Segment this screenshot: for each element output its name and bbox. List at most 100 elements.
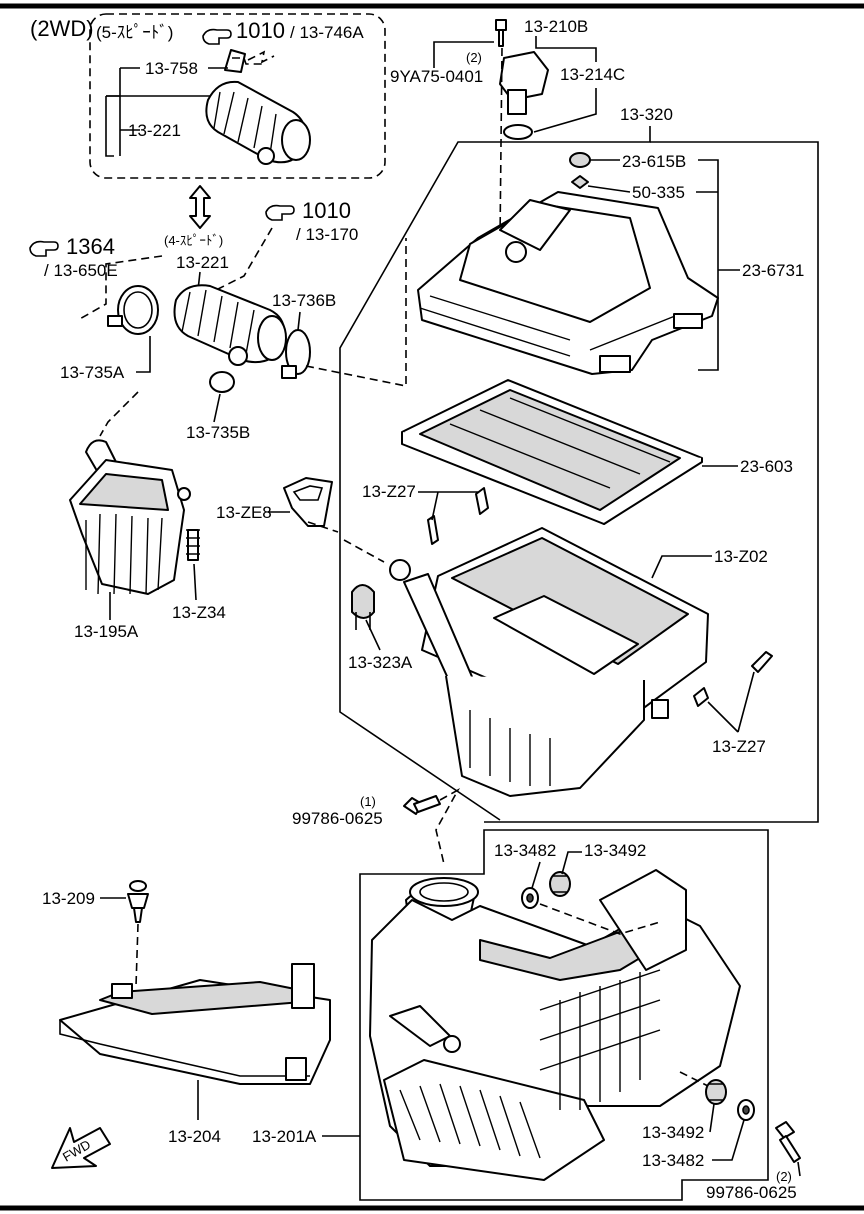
bolt-99786-0625-b[interactable] <box>775 1121 801 1163</box>
bolt-13-z34[interactable] <box>186 529 200 561</box>
label-13-320: 13-320 <box>620 105 673 124</box>
leader-13-323a <box>365 619 381 651</box>
airflow-sensor-13-210b[interactable] <box>499 51 549 140</box>
label-13-736b: 13-736B <box>272 291 336 310</box>
leader-hose-resonator <box>99 391 139 437</box>
push-pin-13-209[interactable] <box>127 880 149 923</box>
leader-bolt-b <box>797 1161 801 1177</box>
leader-1364 <box>77 255 163 321</box>
five-speed-group-box <box>89 13 386 179</box>
air-cleaner-housing-13-201a[interactable] <box>369 869 741 1181</box>
ref-1010-top[interactable]: 1010 <box>236 18 285 43</box>
label-13-z02: 13-Z02 <box>714 547 768 566</box>
label-13-z27-top: 13-Z27 <box>362 482 416 501</box>
leader-bolt-a <box>435 787 461 865</box>
label-13-3482-bottom: 13-3482 <box>642 1151 704 1170</box>
grommet-13-3492-bottom[interactable] <box>705 1079 727 1105</box>
bolt-99786-0625-a[interactable] <box>403 795 441 815</box>
leader-grommet-top <box>539 903 661 935</box>
leader-13-3482-bottom <box>712 1119 745 1161</box>
label-13-3482-top: 13-3482 <box>494 841 556 860</box>
leader-4speed-ref <box>215 227 273 291</box>
four-speed-label: (4-ｽﾋﾟｰﾄﾞ) <box>164 233 223 248</box>
clip-50-335[interactable] <box>571 175 589 189</box>
hose-clamp-13-736b[interactable] <box>281 329 311 379</box>
label-23-603: 23-603 <box>740 457 793 476</box>
label-13-195a: 13-195A <box>74 622 139 641</box>
bracket-5speed-2 <box>105 96 114 157</box>
label-9ya75-0401: 9YA75-0401 <box>390 67 483 86</box>
leader-13-214c <box>533 88 597 133</box>
intake-hose-5speed[interactable] <box>205 49 311 165</box>
outline-13-201a <box>359 829 769 1201</box>
label-13-758: 13-758 <box>145 59 198 78</box>
leader-13-735b <box>213 393 221 423</box>
leader-13-736b <box>297 311 301 331</box>
ref-1010-mid[interactable]: 1010 <box>302 198 351 223</box>
ref-13-650e: / 13-650E <box>44 261 118 280</box>
ref-1364[interactable]: 1364 <box>66 234 115 259</box>
leader-13-z27-bottom <box>707 671 755 733</box>
hose-clamp-13-735a[interactable] <box>107 285 159 335</box>
rubber-mount-13-323a[interactable] <box>351 584 375 630</box>
label-99786-0625-a: 99786-0625 <box>292 809 383 828</box>
leader-sensor-cover <box>499 47 503 241</box>
hose-clamp-13-735b[interactable] <box>209 371 235 393</box>
bracket-5speed <box>106 67 140 156</box>
outline-13-320 <box>339 126 651 821</box>
label-13-210b: 13-210B <box>524 17 588 36</box>
label-13-735b: 13-735B <box>186 423 250 442</box>
label-23-6731: 23-6731 <box>742 261 804 280</box>
leader-13-735a <box>136 336 151 373</box>
label-13-ze8: 13-ZE8 <box>216 503 272 522</box>
label-23-615b: 23-615B <box>622 152 686 171</box>
air-filter-element-23-603[interactable] <box>401 379 703 525</box>
label-13-201a: 13-201A <box>252 1127 317 1146</box>
air-cleaner-cover[interactable] <box>417 191 719 375</box>
label-99786-0625-b: 99786-0625 <box>706 1183 797 1202</box>
label-50-335: 50-335 <box>632 183 685 202</box>
label-13-323a: 13-323A <box>348 653 413 672</box>
resonator-13-195a[interactable] <box>69 439 191 595</box>
leader-grommet-bottom <box>679 1071 709 1087</box>
leader-50-335 <box>587 185 631 193</box>
double-arrow-icon <box>189 185 211 229</box>
label-13-221-mid: 13-221 <box>176 253 229 272</box>
drive-tag: (2WD) <box>30 16 94 41</box>
qty-9ya75: (2) <box>466 50 482 65</box>
leader-pin-duct <box>135 923 139 987</box>
grommet-23-615b[interactable] <box>569 152 591 168</box>
pointing-hand-icon[interactable] <box>29 240 59 257</box>
label-13-204: 13-204 <box>168 1127 221 1146</box>
outline-13-320-right <box>484 141 819 823</box>
intake-hose-4speed[interactable] <box>173 284 287 366</box>
pointing-hand-icon[interactable] <box>265 204 295 221</box>
label-13-z27-bottom: 13-Z27 <box>712 737 766 756</box>
fwd-arrow-icon <box>51 1127 111 1169</box>
leader-9ya75 <box>433 41 494 68</box>
qty-99786-b: (2) <box>776 1169 792 1184</box>
grommet-13-3492-top[interactable] <box>549 871 571 897</box>
clip-13-z27-bottom[interactable] <box>693 651 773 707</box>
air-duct-13-204[interactable] <box>59 963 331 1085</box>
ref-13-170: / 13-170 <box>296 225 358 244</box>
bracket-23-6731 <box>696 159 719 371</box>
leader-13-210b <box>535 36 597 62</box>
leader-ref-arrow <box>247 50 275 64</box>
clip-13-z27-top[interactable] <box>427 487 489 545</box>
leader-13-3482-top <box>531 861 541 889</box>
pointing-hand-icon[interactable] <box>202 28 232 45</box>
collar-13-3482-bottom[interactable] <box>737 1099 755 1121</box>
leader-13-3492-top <box>561 851 582 875</box>
label-13-214c: 13-214C <box>560 65 625 84</box>
leader-5speed-ref <box>232 57 266 65</box>
leader-13-z34 <box>193 563 197 601</box>
bracket-13-ze8[interactable] <box>283 477 333 527</box>
label-13-209: 13-209 <box>42 889 95 908</box>
leader-13-3492-bottom <box>709 1103 715 1133</box>
air-cleaner-case-13-z02[interactable] <box>389 527 709 797</box>
collar-13-3482-top[interactable] <box>521 887 539 909</box>
screw-9ya75-0401[interactable] <box>495 19 507 47</box>
label-13-735a: 13-735A <box>60 363 125 382</box>
